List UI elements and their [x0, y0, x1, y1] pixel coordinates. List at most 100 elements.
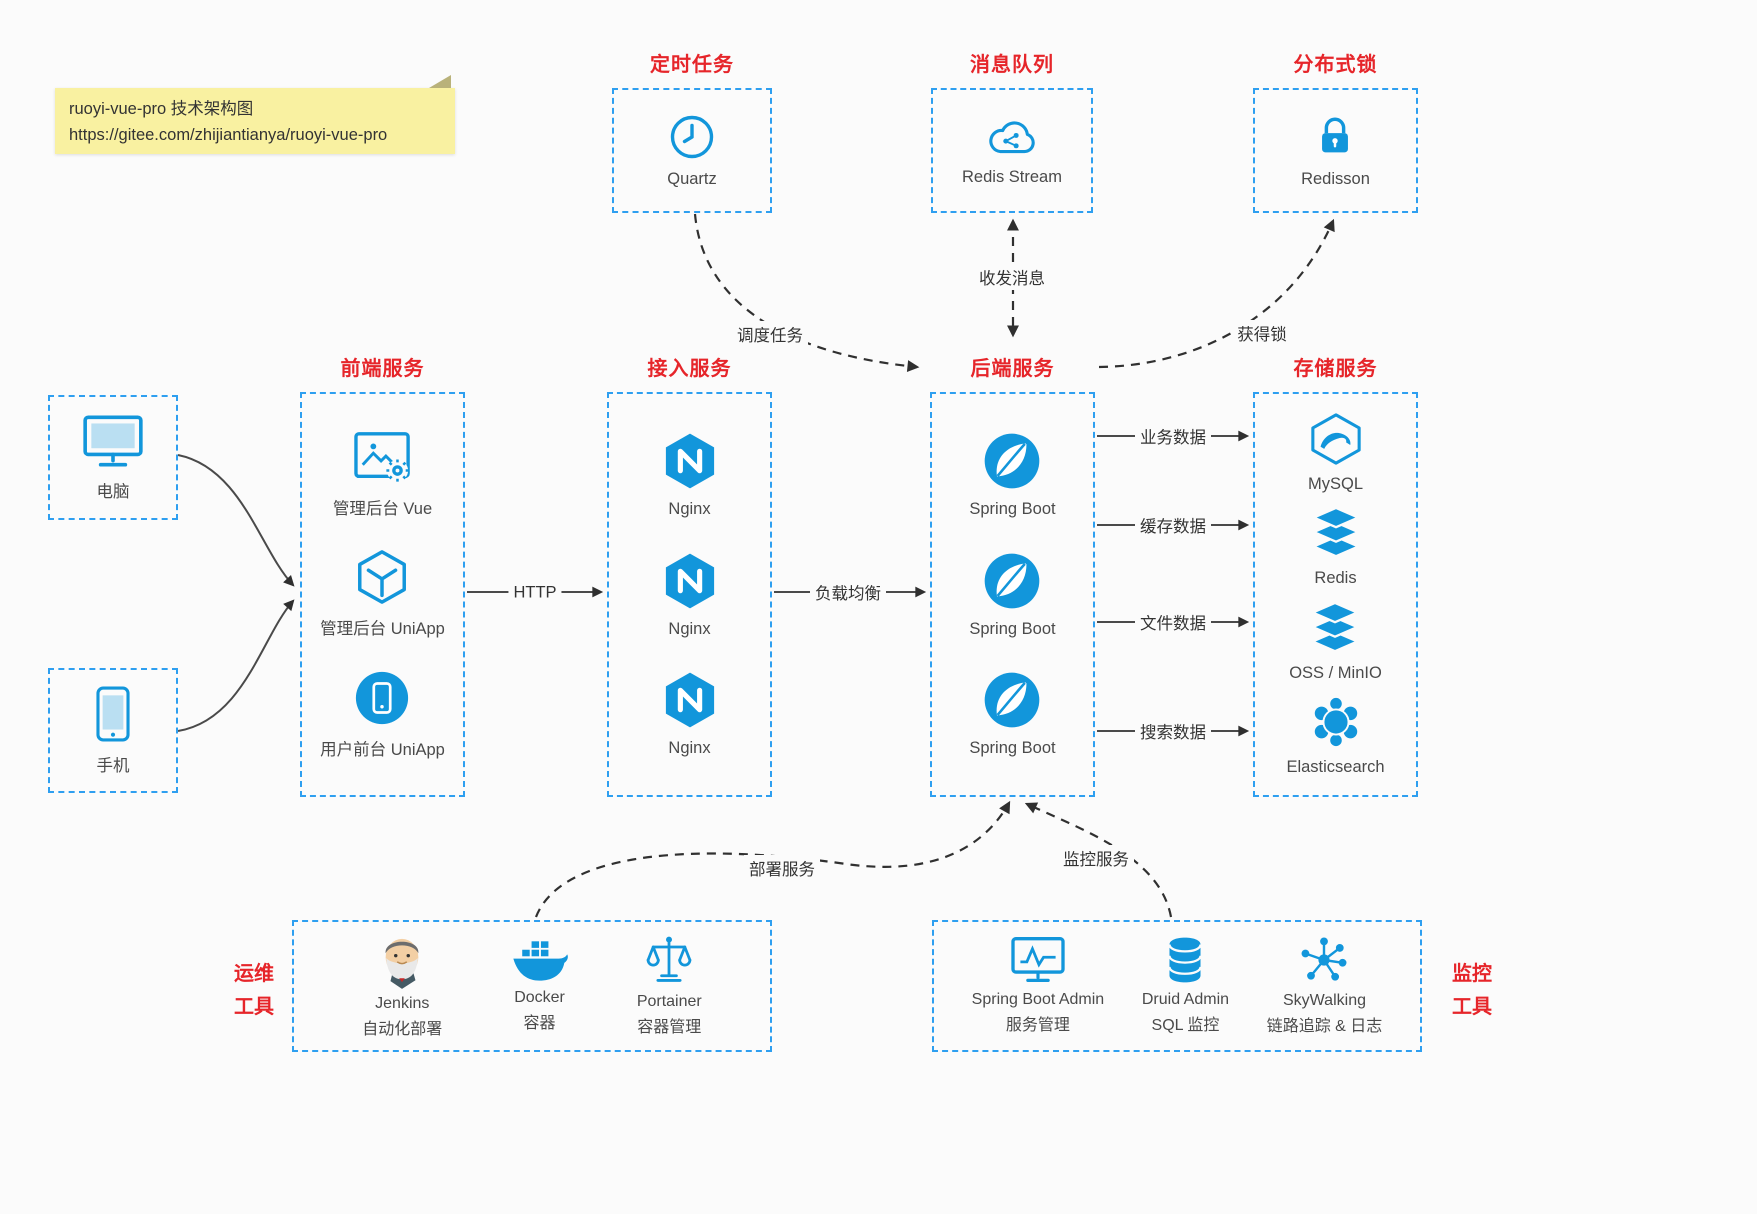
edge-label-search-data: 搜索数据: [1135, 718, 1211, 744]
nginx-icon: [660, 551, 720, 611]
node-redis: Redis: [1309, 506, 1363, 588]
desktop-icon: [80, 413, 146, 469]
spring-boot-icon: [982, 670, 1042, 730]
node-portainer: Portainer 容器管理: [637, 933, 702, 1038]
node-quartz: Quartz: [667, 113, 717, 189]
edge-label-schedule-task: 调度任务: [732, 321, 808, 347]
nginx-icon: [660, 431, 720, 491]
node-label: Druid Admin: [1141, 991, 1230, 1009]
group-title-backend: 后端服务: [970, 358, 1055, 380]
node-label: 手机: [96, 757, 130, 775]
group-gateway-services: 接入服务 Nginx Nginx Nginx: [607, 358, 772, 797]
node-label: Elasticsearch: [1286, 757, 1385, 776]
admin-vue-icon: [352, 430, 414, 486]
node-admin-vue: 管理后台 Vue: [333, 430, 432, 519]
node-user-uniapp: 用户前台 UniApp: [320, 669, 445, 760]
clock-icon: [668, 113, 716, 161]
node-sublabel: 容器: [523, 1014, 556, 1032]
group-monitoring-tools: Spring Boot Admin 服务管理 Druid Admin SQL 监…: [932, 920, 1422, 1052]
node-redisson: Redisson: [1301, 113, 1370, 189]
mysql-icon: [1307, 412, 1365, 466]
ops-label-line2: 工具: [234, 996, 274, 1018]
mobile-icon: [94, 685, 132, 743]
jenkins-icon: [377, 931, 427, 989]
node-jenkins: Jenkins 自动化部署: [362, 931, 442, 1040]
node-label: 电脑: [96, 483, 130, 501]
monitoring-tools-side-label: 监控 工具: [1440, 958, 1504, 1024]
node-druid-admin: Druid Admin SQL 监控: [1142, 935, 1229, 1036]
node-spring-boot-3: Spring Boot: [969, 670, 1056, 758]
node-nginx-2: Nginx: [660, 551, 720, 639]
edge-label-http: HTTP: [508, 582, 562, 604]
edge-deploy-service: [534, 800, 1011, 918]
group-storage-services: 存储服务 MySQL Redis OSS / MinIO Elasticsear…: [1253, 358, 1418, 797]
druid-icon: [1164, 935, 1206, 985]
group-title-message-queue: 消息队列: [970, 54, 1054, 76]
group-title-distributed-lock: 分布式锁: [1293, 54, 1378, 76]
node-label: Redis Stream: [962, 167, 1062, 186]
edge-pc-to-frontend: [177, 454, 295, 587]
ops-tools-side-label: 运维 工具: [222, 958, 286, 1024]
node-elasticsearch: Elasticsearch: [1286, 695, 1385, 777]
node-label: Jenkins: [375, 995, 430, 1013]
node-label: Nginx: [668, 500, 711, 519]
node-label: 用户前台 UniApp: [320, 740, 445, 759]
note-url: https://gitee.com/zhijiantianya/ruoyi-vu…: [69, 126, 388, 145]
node-skywalking: SkyWalking 链路追踪 & 日志: [1266, 934, 1383, 1037]
node-label: MySQL: [1307, 475, 1363, 494]
node-sublabel: SQL 监控: [1151, 1017, 1220, 1034]
group-scheduled-tasks: 定时任务 Quartz: [612, 54, 772, 213]
node-label: Redis: [1314, 569, 1357, 588]
oss-stack-icon: [1308, 601, 1362, 655]
node-spring-boot-2: Spring Boot: [969, 551, 1056, 639]
node-label: Redisson: [1301, 169, 1370, 188]
group-message-queue: 消息队列 Redis Stream: [931, 54, 1093, 213]
skywalking-icon: [1298, 934, 1350, 986]
monitoring-label-line2: 工具: [1452, 996, 1492, 1018]
node-label: Quartz: [667, 169, 717, 188]
node-admin-uniapp: 管理后台 UniApp: [320, 548, 445, 639]
spring-boot-icon: [982, 551, 1042, 611]
client-mobile: 手机: [94, 685, 132, 776]
group-title-gateway: 接入服务: [647, 358, 732, 380]
redis-stream-cloud-icon: [984, 115, 1040, 159]
node-label: SkyWalking: [1283, 992, 1366, 1010]
admin-uniapp-cube-icon: [353, 548, 411, 606]
edge-label-acquire-lock: 获得锁: [1232, 320, 1292, 346]
node-sublabel: 服务管理: [1005, 1017, 1070, 1034]
edge-label-file-data: 文件数据: [1135, 609, 1211, 635]
edge-label-send-receive-message: 收发消息: [974, 264, 1050, 290]
group-title-scheduled-tasks: 定时任务: [650, 54, 734, 76]
group-frontend-services: 前端服务 管理后台 Vue 管理后台 UniApp 用户前台 UniApp: [300, 358, 465, 797]
node-nginx-1: Nginx: [660, 431, 720, 519]
group-title-storage: 存储服务: [1293, 358, 1378, 380]
group-backend-services: 后端服务 Spring Boot Spring Boot Spring Boot: [930, 358, 1095, 797]
edge-phone-to-frontend: [177, 599, 295, 732]
node-spring-boot-admin: Spring Boot Admin 服务管理: [972, 935, 1104, 1036]
elasticsearch-icon: [1309, 695, 1363, 749]
edge-label-deploy-service: 部署服务: [744, 855, 820, 881]
node-label: Nginx: [668, 619, 711, 638]
node-nginx-3: Nginx: [660, 670, 720, 758]
spring-boot-icon: [982, 431, 1042, 491]
node-mysql: MySQL: [1307, 412, 1365, 494]
node-spring-boot-1: Spring Boot: [969, 431, 1056, 519]
edge-acquire-lock: [1098, 218, 1335, 369]
spring-boot-admin-icon: [1009, 935, 1067, 985]
portainer-icon: [643, 933, 695, 987]
user-uniapp-phone-icon: [353, 669, 411, 727]
node-sublabel: 链路追踪 & 日志: [1266, 1018, 1383, 1035]
node-redis-stream: Redis Stream: [962, 115, 1062, 187]
group-ops-tools: Jenkins 自动化部署 Docker 容器 Portainer 容器管理: [292, 920, 772, 1052]
redis-stack-icon: [1309, 506, 1363, 560]
node-label: Spring Boot: [969, 619, 1056, 638]
node-docker: Docker 容器: [511, 938, 569, 1034]
ops-label-line1: 运维: [234, 963, 274, 985]
nginx-icon: [660, 670, 720, 730]
node-sublabel: 自动化部署: [362, 1021, 443, 1038]
edge-label-monitor-service: 监控服务: [1058, 845, 1134, 871]
node-label: Spring Boot: [969, 738, 1056, 757]
edge-label-business-data: 业务数据: [1135, 423, 1211, 449]
